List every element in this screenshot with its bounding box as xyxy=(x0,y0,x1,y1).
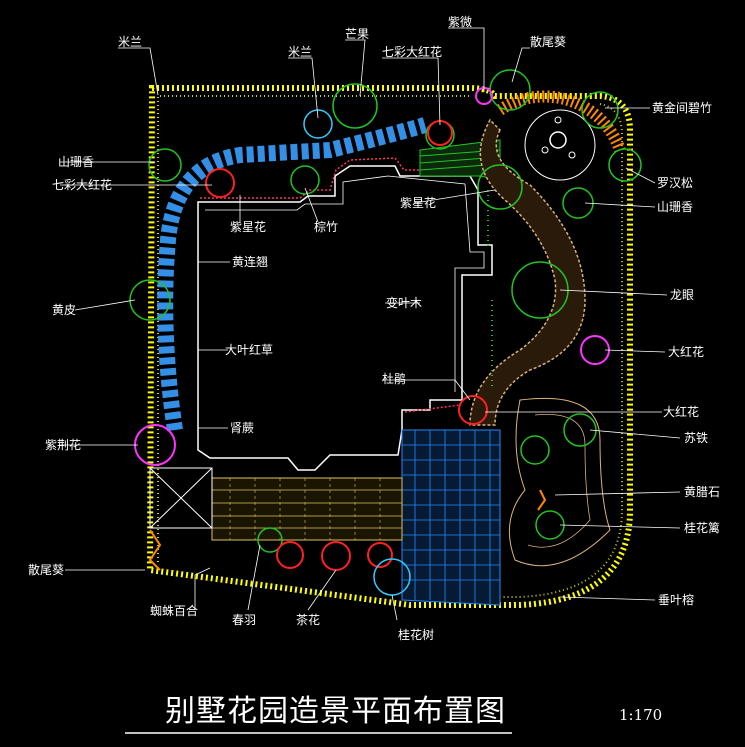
boundary-wall xyxy=(146,85,633,608)
tan-paving-path xyxy=(469,118,586,426)
gazebo-box xyxy=(149,467,213,529)
label-mangguo: 芒果 xyxy=(345,27,370,41)
label-sutie: 苏铁 xyxy=(684,431,709,445)
label-dayehongcao: 大叶红草 xyxy=(225,343,274,357)
label-huangjin: 黄金间碧竹 xyxy=(652,101,713,115)
scale-label: 1:170 xyxy=(619,706,663,724)
label-dujuan: 杜鹃 xyxy=(382,372,407,386)
pool-area xyxy=(401,429,501,606)
label-guihuashu: 桂花树 xyxy=(398,628,435,642)
plan-title: 别墅花园造景平面布置图 xyxy=(165,694,506,729)
label-zhizhubaihe: 蜘蛛百合 xyxy=(150,604,199,618)
label-shanhuxiang-right: 山珊香 xyxy=(657,200,694,214)
label-zongzhu: 棕竹 xyxy=(314,220,339,234)
label-luohansong: 罗汉松 xyxy=(657,176,694,190)
pergola-fan xyxy=(496,90,626,181)
label-zilihua-right: 紫星花 xyxy=(400,196,437,210)
label-jinjue: 肾蕨 xyxy=(230,421,255,435)
yellow-patio xyxy=(211,477,403,541)
stepping-stone-path xyxy=(157,117,428,432)
label-huanglianqiao: 黄连翘 xyxy=(232,255,269,269)
label-chuiyebang: 垂叶榕 xyxy=(658,593,695,607)
label-qicai-top: 七彩大红花 xyxy=(382,45,443,59)
orange-plants xyxy=(148,489,547,571)
rock-garden xyxy=(508,397,611,567)
label-shanhuxiang-left: 山珊香 xyxy=(58,155,95,169)
label-longyan: 龙眼 xyxy=(670,288,695,302)
house-outline xyxy=(197,165,493,471)
leader-lines xyxy=(60,27,681,621)
label-sanweikui-bottom: 散尾葵 xyxy=(28,563,65,577)
label-milan-top: 米兰 xyxy=(288,45,313,59)
label-dahonghua-lower: 大红花 xyxy=(663,405,700,419)
label-zijinghua: 紫荆花 xyxy=(45,438,82,452)
label-zilihua-top: 紫星花 xyxy=(230,220,267,234)
label-dahonghua-right: 大红花 xyxy=(668,345,705,359)
label-huanglashi: 黄腊石 xyxy=(684,485,721,499)
label-ziwei: 紫微 xyxy=(448,15,473,29)
label-milan-top-left: 米兰 xyxy=(118,35,143,49)
label-bianyemu: 变叶木 xyxy=(386,296,423,310)
label-qicai-left: 七彩大红花 xyxy=(52,178,113,192)
label-chahua: 茶花 xyxy=(296,613,321,627)
label-huangpi: 黄皮 xyxy=(52,303,77,317)
label-guihuazhu: 桂花篱 xyxy=(684,521,721,535)
label-sanweikui-top: 散尾葵 xyxy=(530,35,567,49)
label-chunyu: 春羽 xyxy=(232,613,257,627)
